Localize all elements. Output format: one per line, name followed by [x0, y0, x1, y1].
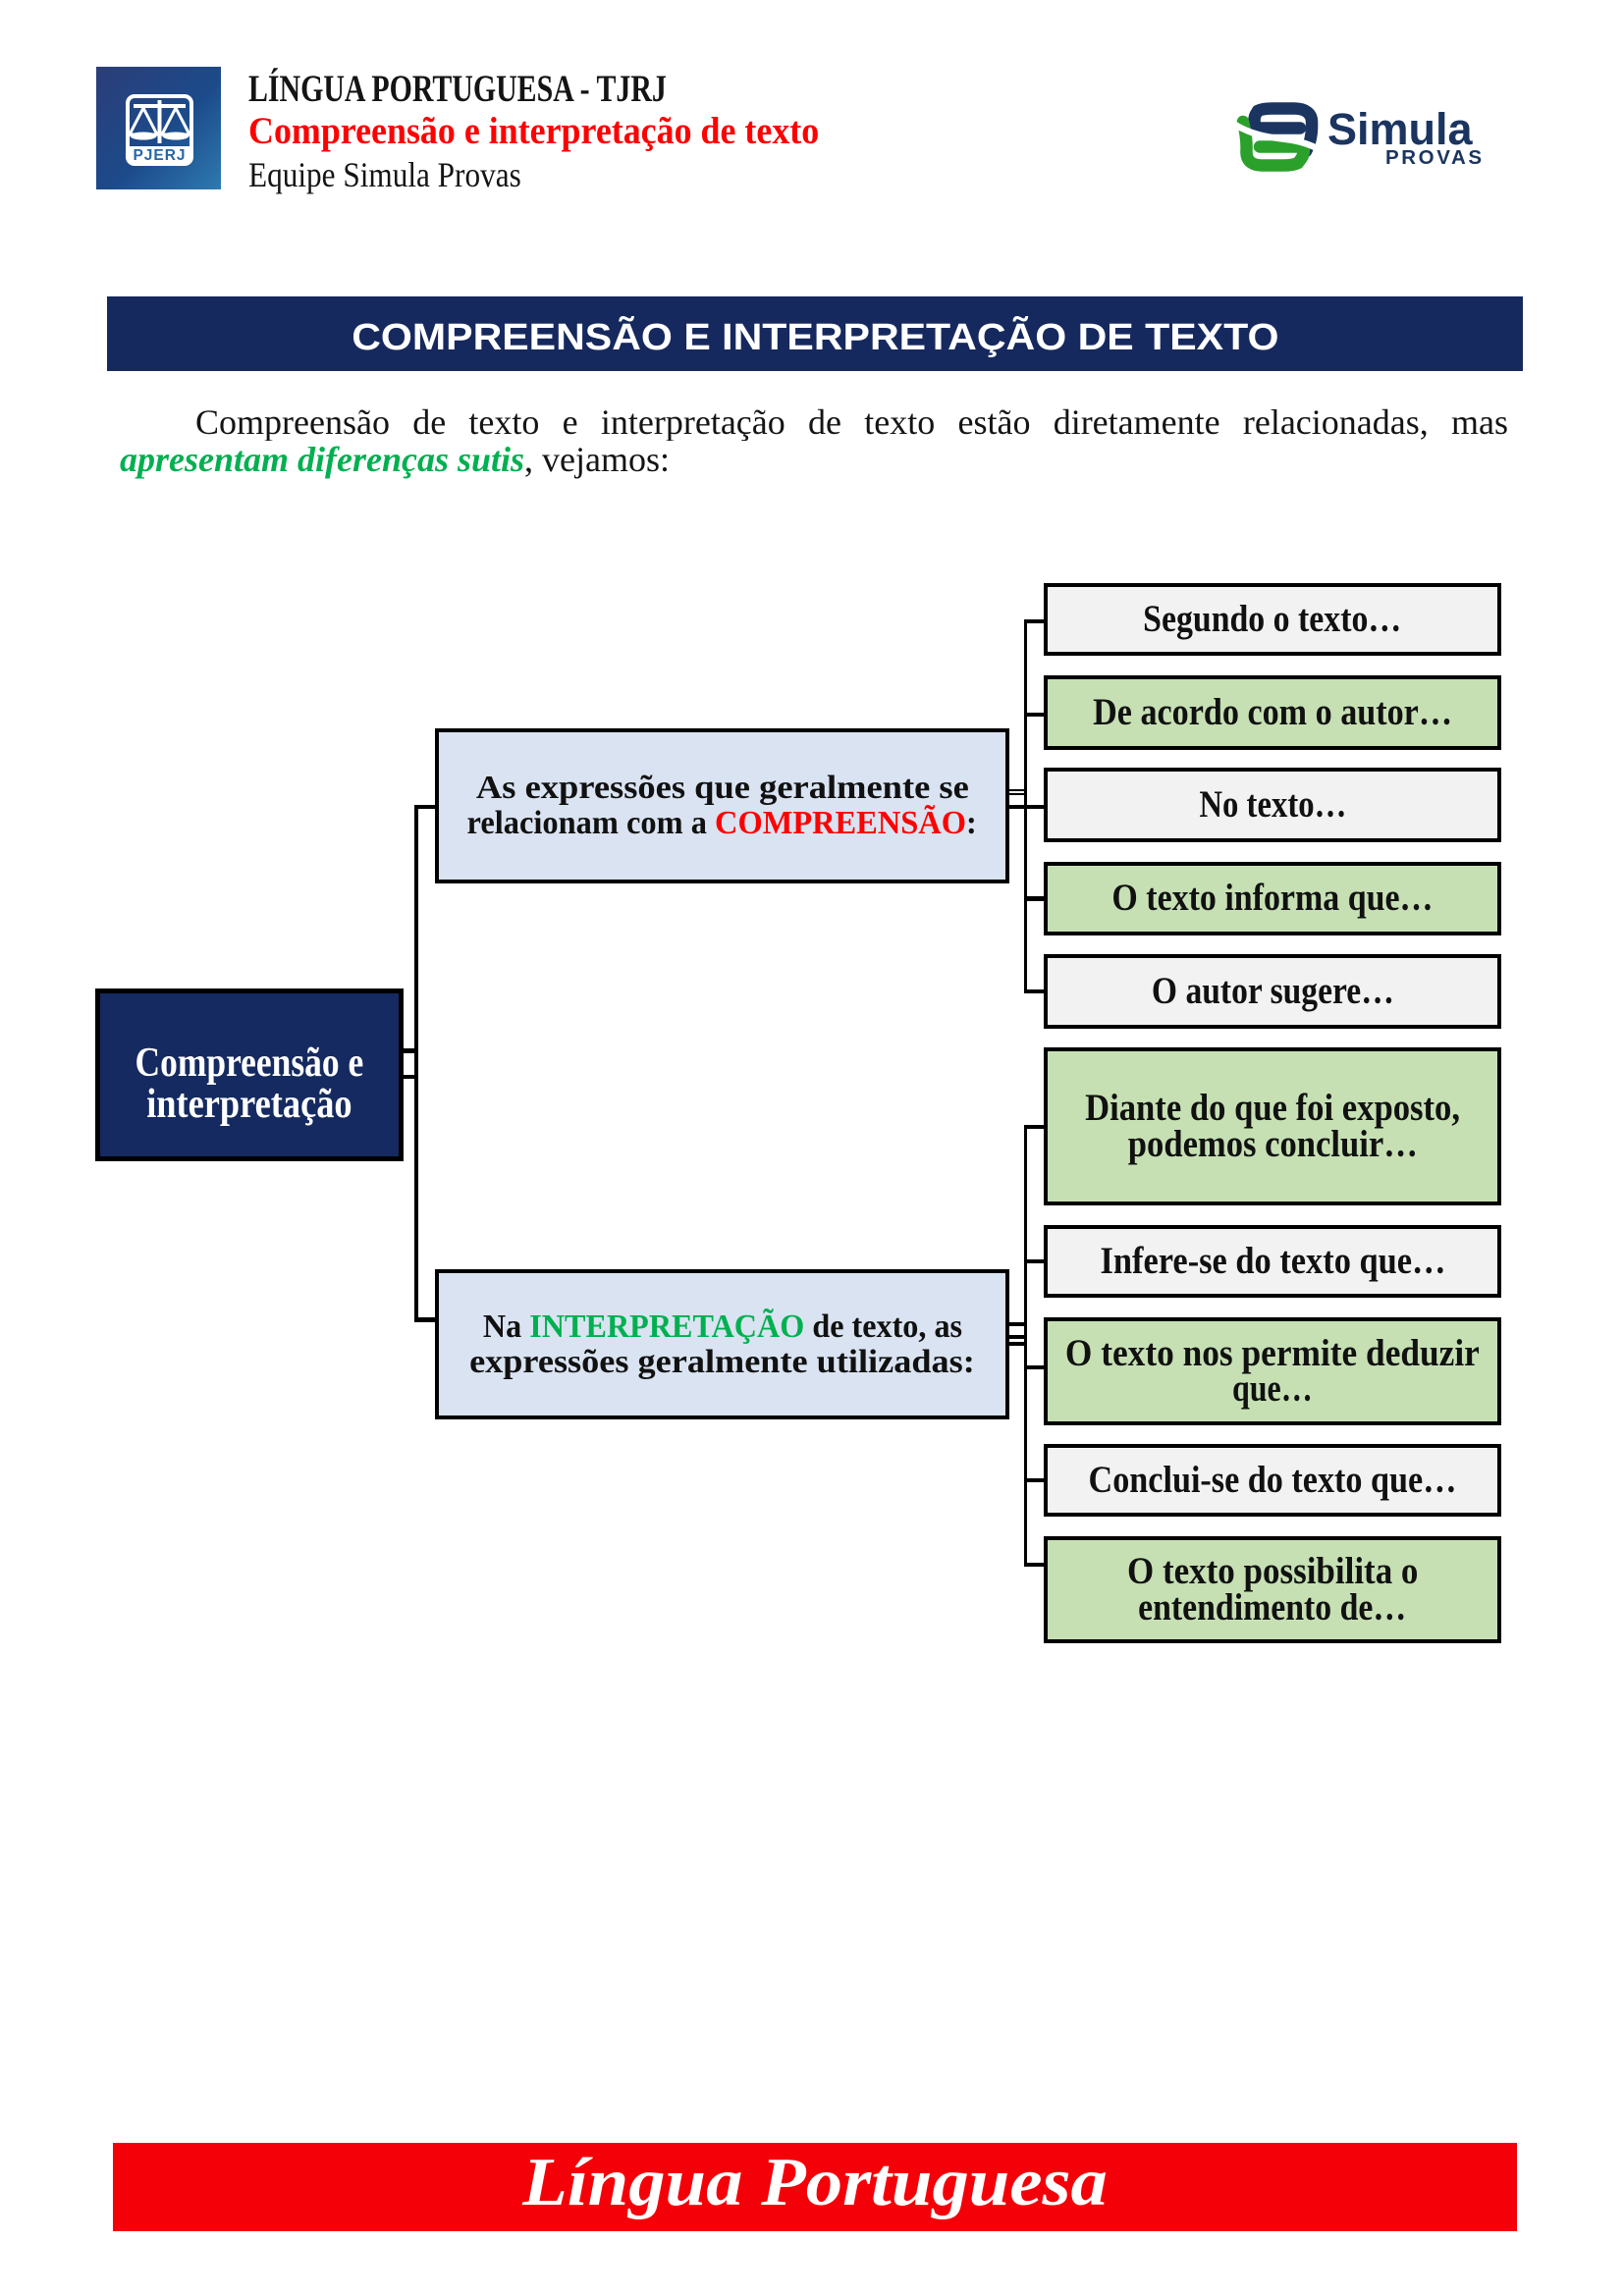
svg-text:Simula: Simula	[1327, 104, 1474, 154]
svg-text:PROVAS: PROVAS	[1385, 146, 1485, 169]
svg-text:PJERJ: PJERJ	[133, 147, 186, 164]
